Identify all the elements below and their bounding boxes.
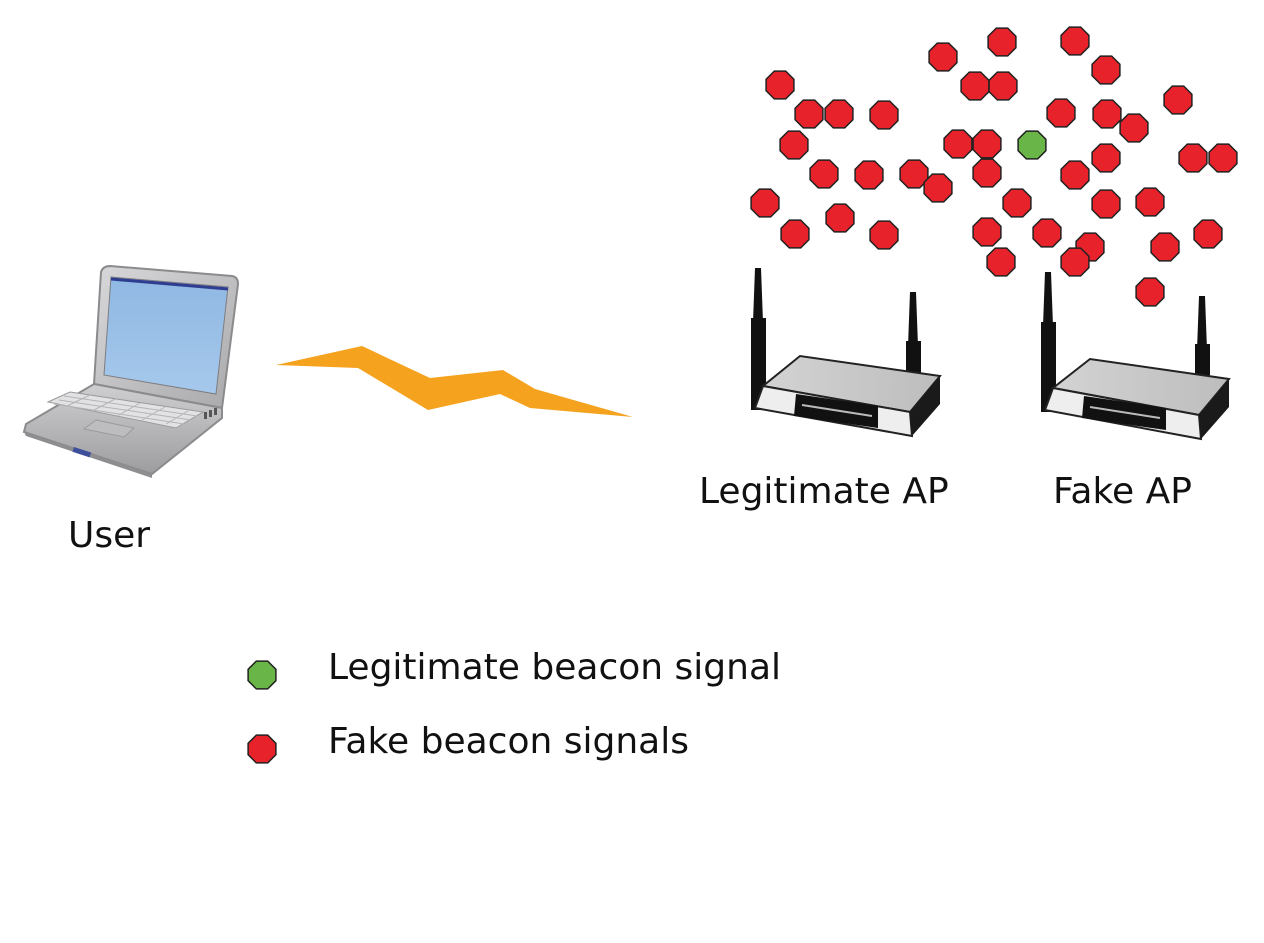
fake-beacon-signal-icon [869, 100, 899, 130]
fake-beacon-signal-icon [825, 203, 855, 233]
legitimate-beacon-signal-icon [1017, 130, 1047, 160]
fake-beacon-signal-icon [1135, 187, 1165, 217]
fake-beacon-signal-icon [972, 158, 1002, 188]
wireless-signal-bolt-icon [276, 346, 633, 417]
legend [247, 660, 277, 764]
fake-beacon-signal-icon [1092, 99, 1122, 129]
fake-beacon-signal-icon [1163, 85, 1193, 115]
fake-beacon-signal-icon [972, 217, 1002, 247]
fake-beacon-signal-icon [988, 71, 1018, 101]
fake-ap-router-icon [1041, 272, 1231, 441]
fake-beacon-signal-icon [779, 130, 809, 160]
fake-beacon-signal-icon [765, 70, 795, 100]
legend-legitimate-beacon-marker [247, 660, 277, 690]
fake-beacon-signal-icon [928, 42, 958, 72]
legend-legitimate-label: Legitimate beacon signal [328, 647, 782, 688]
fake-beacon-signal-icon [1091, 189, 1121, 219]
legend-fake-label: Fake beacon signals [328, 721, 690, 762]
user-label: User [68, 515, 151, 556]
fake-beacon-signal-icon [824, 99, 854, 129]
fake-beacon-signal-icon [986, 247, 1016, 277]
fake-beacon-signal-icon [987, 27, 1017, 57]
fake-beacon-signal-icon [1208, 143, 1238, 173]
fake-beacon-signal-icon [854, 160, 884, 190]
fake-ap-label: Fake AP [1053, 471, 1192, 512]
fake-beacon-signal-icon [1060, 26, 1090, 56]
fake-beacon-signal-icon [943, 129, 973, 159]
laptop-icon [22, 264, 240, 478]
fake-beacon-signal-icon [794, 99, 824, 129]
fake-beacon-signal-icon [1002, 188, 1032, 218]
fake-beacon-signal-icon [809, 159, 839, 189]
fake-beacon-signal-icon [1060, 160, 1090, 190]
fake-beacon-signal-icon [869, 220, 899, 250]
fake-beacon-signal-icon [780, 219, 810, 249]
fake-beacon-signal-icon [1150, 232, 1180, 262]
beacon-signal-cloud [750, 26, 1238, 307]
legend-fake-beacon-marker [247, 734, 277, 764]
fake-beacon-signal-icon [750, 188, 780, 218]
fake-beacon-signal-icon [1091, 55, 1121, 85]
fake-beacon-signal-icon [899, 159, 929, 189]
fake-beacon-signal-icon [1135, 277, 1165, 307]
fake-beacon-signal-icon [1178, 143, 1208, 173]
fake-beacon-signal-icon [1032, 218, 1062, 248]
fake-beacon-signal-icon [960, 71, 990, 101]
legitimate-ap-label: Legitimate AP [699, 471, 949, 512]
fake-beacon-signal-icon [1119, 113, 1149, 143]
fake-beacon-signal-icon [1046, 98, 1076, 128]
fake-beacon-signal-icon [1193, 219, 1223, 249]
fake-beacon-signal-icon [1091, 143, 1121, 173]
fake-beacon-signal-icon [923, 173, 953, 203]
fake-beacon-signal-icon [1060, 247, 1090, 277]
fake-beacon-signal-icon [972, 129, 1002, 159]
legitimate-ap-router-icon [751, 268, 942, 438]
